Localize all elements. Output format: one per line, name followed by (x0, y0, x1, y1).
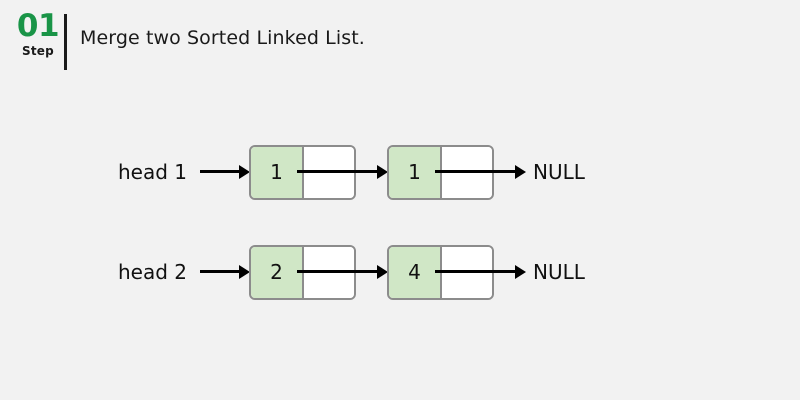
node-value: 1 (251, 147, 304, 198)
arrow-node-to-null (435, 265, 527, 279)
step-number: 01 (16, 8, 60, 44)
null-terminator-label: NULL (533, 160, 585, 184)
arrow-shaft (435, 170, 516, 173)
arrow-head-icon (377, 265, 388, 279)
arrow-head-icon (515, 165, 526, 179)
head-pointer-label: head 1 (118, 160, 188, 184)
arrow-shaft (435, 270, 516, 273)
arrow-head-icon (377, 165, 388, 179)
list-node: 1 (249, 145, 356, 200)
node-value: 2 (251, 247, 304, 298)
head-pointer-label: head 2 (118, 260, 188, 284)
step-label: Step (22, 44, 54, 58)
header-bar: 01 Step Merge two Sorted Linked List. (0, 0, 800, 85)
arrow-shaft (297, 270, 378, 273)
arrow-shaft (297, 170, 378, 173)
arrow-head-icon (515, 265, 526, 279)
node-value: 1 (389, 147, 442, 198)
null-terminator-label: NULL (533, 260, 585, 284)
arrow-node-to-null (435, 165, 527, 179)
arrow-head-to-node (200, 265, 250, 279)
arrow-shaft (200, 270, 240, 273)
linked-list-row: head 1 1 1 NULL (0, 143, 800, 203)
arrow-node-to-node (297, 265, 389, 279)
linked-list-row: head 2 2 4 NULL (0, 243, 800, 303)
node-value: 4 (389, 247, 442, 298)
step-badge: 01 Step (14, 10, 62, 58)
header-divider (64, 14, 67, 70)
page-title: Merge two Sorted Linked List. (80, 27, 365, 49)
arrow-head-to-node (200, 165, 250, 179)
arrow-shaft (200, 170, 240, 173)
arrow-head-icon (239, 265, 250, 279)
arrow-node-to-node (297, 165, 389, 179)
arrow-head-icon (239, 165, 250, 179)
